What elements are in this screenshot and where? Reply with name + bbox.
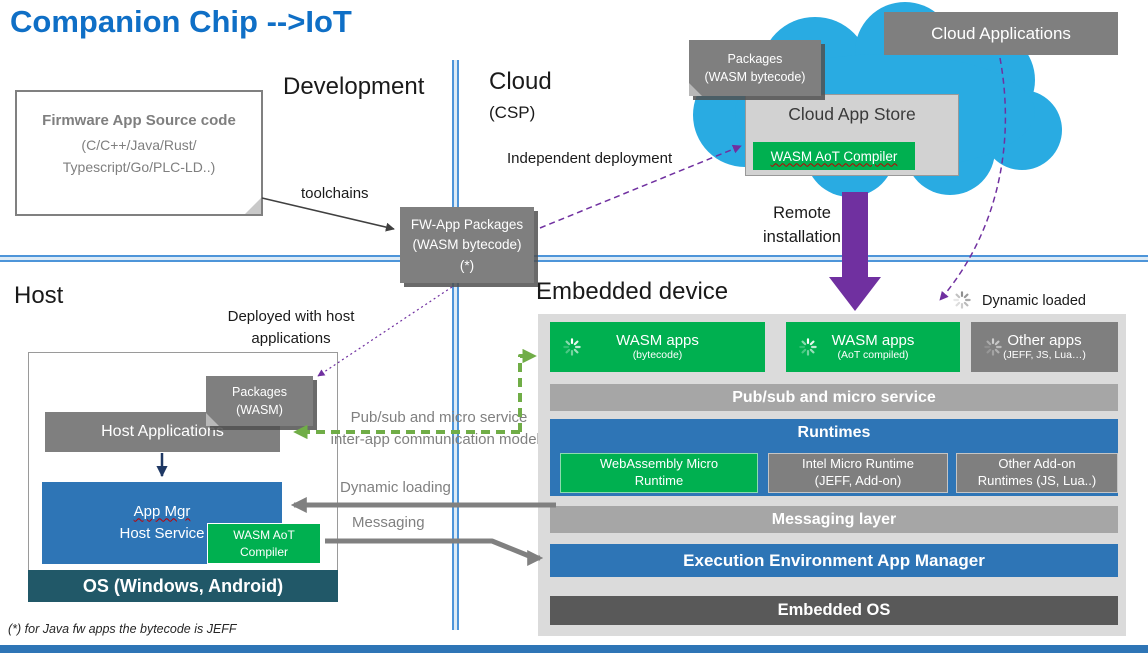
messaging-label: Messaging bbox=[352, 514, 425, 531]
dynamic-loaded-spinner-icon bbox=[953, 291, 971, 309]
page-title: Companion Chip -->IoT bbox=[10, 4, 352, 39]
app-box-title: WASM apps bbox=[616, 332, 699, 350]
cloud-app-store-label: Cloud App Store bbox=[788, 104, 916, 124]
footnote: (*) for Java fw apps the bytecode is JEF… bbox=[8, 622, 237, 636]
embedded-os-bar: Embedded OS bbox=[550, 596, 1118, 625]
host-packages-note: Packages (WASM) bbox=[206, 376, 313, 426]
runtime-other-addon: Other Add-on Runtimes (JS, Lua..) bbox=[956, 453, 1118, 493]
wasm-apps-aot-box: WASM apps (AoT compiled) bbox=[786, 322, 960, 372]
toolchains-arrow bbox=[261, 197, 395, 232]
loading-spinner-icon bbox=[984, 338, 1002, 356]
runtimes-title: Runtimes bbox=[797, 424, 871, 441]
section-label-cloud: Cloud bbox=[489, 68, 552, 95]
firmware-source-body: (C/C++/Java/Rust/ Typescript/Go/PLC-LD..… bbox=[62, 137, 216, 175]
horizontal-divider-line bbox=[0, 255, 1148, 262]
app-box-subtitle: (bytecode) bbox=[632, 349, 683, 362]
section-label-embedded-device: Embedded device bbox=[536, 278, 729, 305]
other-apps-box: Other apps (JEFF, JS, Lua…) bbox=[971, 322, 1118, 372]
dynamic-loading-label: Dynamic loading bbox=[340, 479, 451, 496]
cloud-applications-box: Cloud Applications bbox=[884, 12, 1118, 55]
runtime-webassembly-micro: WebAssembly Micro Runtime bbox=[560, 453, 758, 493]
firmware-source-title: Firmware App Source code bbox=[42, 112, 236, 129]
dynamic-loaded-label: Dynamic loaded bbox=[982, 293, 1086, 309]
cloud-wasm-aot-compiler-label: WASM AoT Compiler bbox=[770, 148, 898, 164]
section-label-development: Development bbox=[283, 73, 425, 100]
toolchains-label: toolchains bbox=[301, 185, 369, 202]
section-label-host: Host bbox=[14, 282, 64, 309]
deployed-with-host-label: Deployed with host applications bbox=[227, 308, 355, 347]
messaging-arrow bbox=[325, 538, 544, 567]
bottom-accent-bar bbox=[0, 645, 1148, 653]
runtime-intel-micro: Intel Micro Runtime (JEFF, Add-on) bbox=[768, 453, 948, 493]
host-wasm-aot-compiler-box: WASM AoT Compiler bbox=[207, 523, 321, 564]
firmware-source-box: Firmware App Source code (C/C++/Java/Rus… bbox=[15, 90, 263, 216]
section-label-csp: (CSP) bbox=[489, 103, 536, 122]
host-applications-box: Host Applications bbox=[45, 412, 280, 452]
pubsub-service-bar: Pub/sub and micro service bbox=[550, 384, 1118, 411]
fw-app-packages-box: FW-App Packages (WASM bytecode) (*) bbox=[400, 207, 534, 283]
host-os-bar: OS (Windows, Android) bbox=[28, 570, 338, 602]
app-box-subtitle: (JEFF, JS, Lua…) bbox=[1003, 349, 1086, 362]
remote-installation-label: Remote installation bbox=[763, 204, 841, 246]
cloud-wasm-aot-compiler-box: WASM AoT Compiler bbox=[753, 142, 915, 170]
cloud-packages-note: Packages (WASM bytecode) bbox=[689, 40, 821, 96]
host-service-label: Host Service bbox=[119, 525, 205, 542]
wasm-apps-bytecode-box: WASM apps (bytecode) bbox=[550, 322, 765, 372]
runtimes-block: Runtimes WebAssembly Micro Runtime Intel… bbox=[550, 419, 1118, 496]
app-box-title: Other apps bbox=[1007, 332, 1082, 350]
app-mgr-label: App Mgr bbox=[133, 502, 191, 520]
messaging-layer-bar: Messaging layer bbox=[550, 506, 1118, 533]
vertical-divider-line bbox=[452, 60, 459, 630]
app-box-subtitle: (AoT compiled) bbox=[837, 349, 909, 362]
independent-deployment-label: Independent deployment bbox=[507, 150, 673, 167]
loading-spinner-icon bbox=[563, 338, 581, 356]
execution-environment-bar: Execution Environment App Manager bbox=[550, 544, 1118, 577]
loading-spinner-icon bbox=[799, 338, 817, 356]
app-box-title: WASM apps bbox=[831, 332, 915, 350]
pubsub-models-label: Pub/sub and micro service inter-app comm… bbox=[330, 409, 548, 448]
